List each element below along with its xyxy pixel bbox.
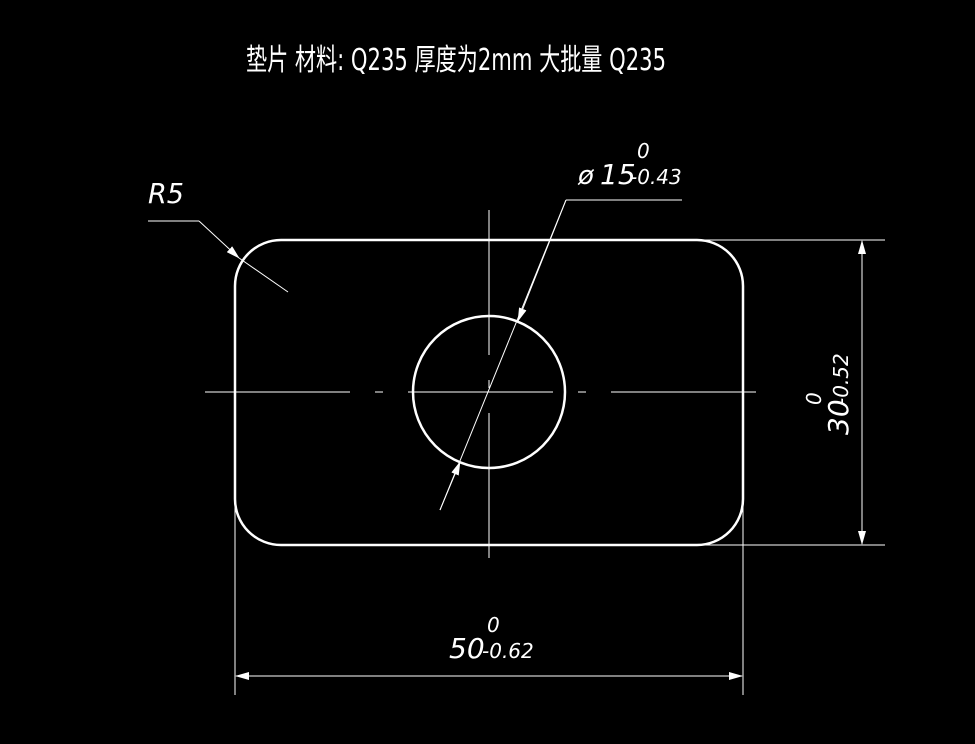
drawing-title: 垫片 材料: Q235 厚度为2mm 大批量 Q235 [246,43,666,78]
radius-leader-arrow [198,220,240,259]
diameter-symbol: ø [577,161,595,191]
diameter-dimension: ø 15 0 -0.43 [439,139,682,511]
diameter-lower-tolerance: -0.43 [630,165,682,189]
diameter-upper-tolerance: 0 [637,139,650,163]
width-lower-tolerance: -0.62 [482,639,534,663]
radius-dimension: R5 [148,177,289,293]
width-dimension: 50 0 -0.62 [234,500,744,695]
radius-label: R5 [148,177,184,210]
height-dimension: 30 0 -0.52 [700,239,885,546]
height-lower-tolerance: -0.52 [829,353,853,405]
width-upper-tolerance: 0 [487,613,500,637]
diameter-arrow-lower [439,461,461,511]
diameter-nominal: 15 [600,158,636,191]
diameter-arrow-upper [517,199,567,322]
height-nominal: 30 [822,399,855,435]
height-upper-tolerance: 0 [802,392,826,405]
width-nominal: 50 [449,632,485,665]
radius-leader-extension [238,257,289,293]
